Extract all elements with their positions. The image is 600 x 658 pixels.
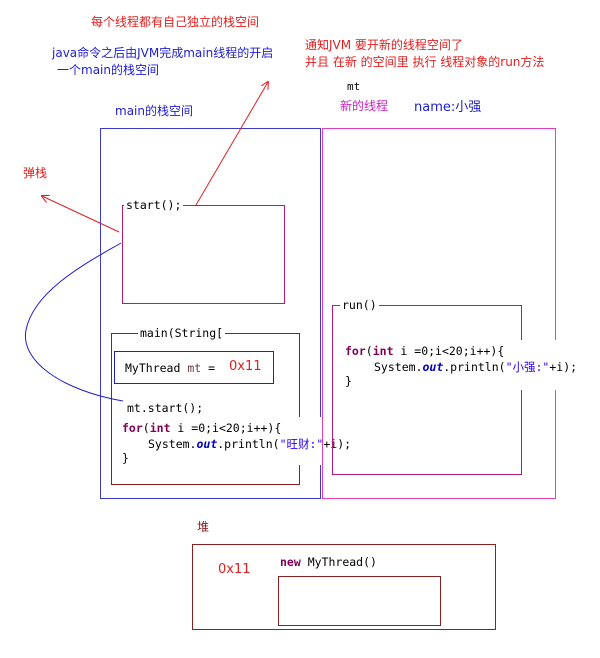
notify-jvm-arrow xyxy=(195,82,268,206)
notify-jvm-note-line1: 通知JVM 要开新的线程空间了 xyxy=(305,38,463,52)
java-command-note-line1: java命令之后由JVM完成main线程的开启 xyxy=(52,46,274,60)
new-thread-label: 新的线程 xyxy=(340,99,389,113)
thread-loop-code: for(int i =0;i<20;i++){ System.out.print… xyxy=(341,340,586,390)
mythread-variable-box xyxy=(114,351,274,384)
thread-name-label: name:小强 xyxy=(414,100,482,115)
heap-address: 0x11 xyxy=(218,562,251,577)
main-frame-label: main(String[ xyxy=(138,326,226,340)
start-frame xyxy=(122,205,285,304)
new-thread-space xyxy=(322,128,556,499)
pop-stack-note: 弹栈 xyxy=(23,166,48,180)
run-frame xyxy=(332,305,522,475)
new-thread-var-label: mt xyxy=(347,80,361,93)
mythread-object xyxy=(278,576,441,626)
run-frame-label: run() xyxy=(340,298,379,312)
mt-start-call: mt.start(); xyxy=(127,401,204,415)
heap-space xyxy=(192,544,496,630)
main-stack-label: main的栈空间 xyxy=(115,104,193,118)
mythread-declaration: MyThread mt = xyxy=(125,361,216,375)
main-loop-code: for(int i =0;i<20;i++){ System.out.print… xyxy=(118,417,360,465)
main-stack-space xyxy=(100,128,321,499)
thread-own-stack-note: 每个线程都有自己独立的栈空间 xyxy=(91,15,260,29)
call-link-curve xyxy=(24,242,124,402)
mythread-address: 0x11 xyxy=(229,359,262,374)
java-command-note-line2: 一个main的栈空间 xyxy=(57,63,159,77)
pop-stack-arrow xyxy=(42,196,120,233)
notify-jvm-note-line2: 并且 在新 的空间里 执行 线程对象的run方法 xyxy=(305,55,545,69)
new-mythread-expression: new MyThread() xyxy=(280,555,377,569)
start-frame-label: start(); xyxy=(124,198,184,212)
heap-label: 堆 xyxy=(197,520,210,534)
